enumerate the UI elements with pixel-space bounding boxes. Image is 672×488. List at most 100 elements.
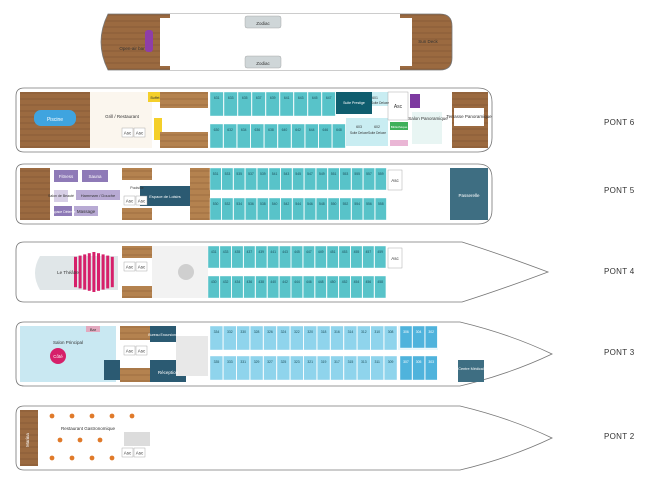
pont3-cabin-number: 314 [348,330,354,334]
pont3-cabin-324 [276,325,291,351]
pont4-cabin-number: 443 [282,250,288,254]
pont3-cabin-number: 320 [307,330,313,334]
pont5-cabin-number: 553 [343,172,349,176]
pont5-cabin-531 [209,167,222,191]
marina-label: Marina [25,433,30,447]
pont4-cabin-number: 446 [306,280,312,284]
zodiac-bottom-label: Zodiac [256,61,270,66]
pont6-asc-3: Asc [394,104,403,110]
pont3-cabin-number: 324 [281,330,287,334]
pont5-cabin-559 [375,167,387,191]
pont3-cabin-number: 333 [227,360,233,364]
pont3-cabin-335 [209,355,224,381]
pont4-cabin-number: 455 [354,250,360,254]
pont4-cabin-434 [231,275,244,299]
pont4-cabin-number: 459 [377,250,383,254]
pont5-cabin-number: 530 [213,202,219,206]
pool [34,110,76,126]
pont5-cabin-number: 544 [295,202,301,206]
pont4-cabin-number: 432 [223,280,229,284]
restaurant-table [69,413,75,419]
pont3-cabin-number: 334 [214,330,220,334]
pont5-cabin-558 [375,197,387,221]
pont6-cabin-646 [318,123,332,149]
pont4-cabin-431 [207,245,220,269]
theatre-seat-row [106,255,110,289]
theatre-seat-row [110,256,114,288]
pont3-cabin-327 [263,355,277,381]
pont3-cabin-307 [399,355,413,381]
pont3-cabin-310 [370,325,384,351]
pont6-cabin-number: 648 [336,128,342,132]
theatre-seat-row [74,256,77,288]
pont5-cabin-533 [221,167,234,191]
pont3-cabin-number: 303 [428,360,434,364]
restaurant-table [89,455,95,461]
restaurant-table [69,455,75,461]
pont5-cabin-552 [339,197,352,221]
pont6-suite-601: 601 [372,96,378,100]
pont6-cabin-number: 635 [242,96,248,100]
pont5-cabin-number: 533 [225,172,231,176]
pont5-cabin-548 [316,197,328,221]
pont5-cabin-number: 546 [307,202,313,206]
pont4-cabin-441 [267,245,280,269]
pont3-cabin-number: 309 [388,360,394,364]
pont3-cabin-number: 317 [334,360,340,364]
pont6-cabin-number: 630 [214,128,220,132]
bibliotheque-label: Bibliothèque [391,125,408,129]
suite-deluxe-bot2-label: Suite Deluxe [368,131,386,135]
pont4-cabin-number: 442 [282,280,288,284]
pont5-cabin-number: 531 [213,172,219,176]
pont6-cabin-642 [291,123,305,149]
pont6-cabin-number: 634 [241,128,247,132]
pont4-cabin-454 [350,275,363,299]
pont6-cabin-number: 643 [298,96,304,100]
pont5-cabin-556 [363,197,375,221]
pont3-cabin-number: 325 [281,360,287,364]
deck-label-pont6: PONT 6 [604,118,635,127]
pont5-cabin-542 [280,197,293,221]
pont4-cabin-number: 458 [377,280,383,284]
pont4-cabin-number: 431 [211,250,217,254]
open-air-bar-label: Open-air bar [119,46,145,51]
pont4-cabin-433 [219,245,232,269]
pont4-cabin-number: 449 [318,250,324,254]
salon-pano-label: Salon Panoramique [408,116,448,121]
pont6-cabin-number: 636 [254,128,260,132]
sun-deck [100,13,453,71]
pont3-cabin-312 [357,325,371,351]
pont5-cabin-number: 554 [354,202,360,206]
pont4-cabin-number: 448 [318,280,324,284]
pont6-cabin-640 [277,123,292,149]
pont3-cabin-number: 302 [428,330,434,334]
pont5-cabin-number: 542 [284,202,290,206]
pont3-asc-2: Asc [138,349,146,354]
pont5-cabin-number: 536 [248,202,254,206]
pont3-cabin-number: 312 [361,330,367,334]
pont3-cabin-313 [357,355,371,381]
pont6-cabin-643 [293,91,308,117]
pont6-cabin-number: 644 [309,128,315,132]
pont3-cabin-number: 308 [388,330,394,334]
pont5-cabin-number: 543 [284,172,290,176]
pont4-cabin-436 [243,275,256,299]
pont5-cabin-number: 539 [260,172,266,176]
pont4-cabin-number: 434 [235,280,241,284]
pont4-cabin-446 [303,275,315,299]
pont3-cabin-319 [317,355,331,381]
pont3-cabin-331 [236,355,250,381]
pont6-cabin-number: 640 [282,128,288,132]
pont6-cabin-number: 641 [284,96,290,100]
pont3-cabin-316 [330,325,344,351]
sauna-label: Sauna [88,174,102,179]
pont6-cabin-635 [237,91,252,117]
pont5-cabin-number: 557 [366,172,372,176]
grill-label: Grill / Restaurant [105,114,140,119]
pont4-cabin-456 [362,275,375,299]
pont3-cabin-332 [223,325,237,351]
theatre-seat-row [87,253,91,291]
